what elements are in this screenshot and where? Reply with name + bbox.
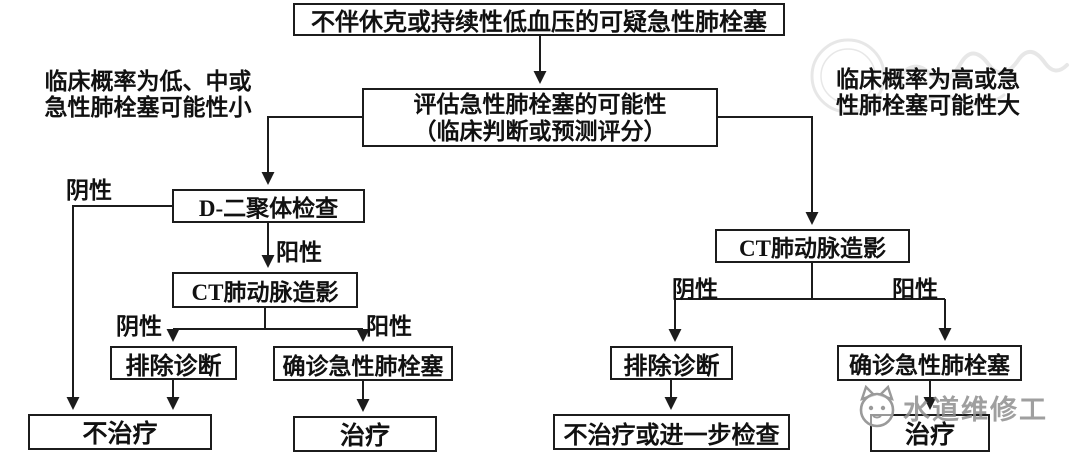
node-no-treatment-left: 不治疗 (28, 414, 212, 450)
node-assess-probability: 评估急性肺栓塞的可能性 （临床判断或预测评分） (362, 88, 718, 147)
node-exclude-right-label: 排除诊断 (623, 353, 720, 380)
annotation-high-line2: 性肺栓塞可能性大 (836, 93, 1020, 118)
annotation-low-probability: 临床概率为低、中或 急性肺栓塞可能性小 (26, 69, 270, 121)
node-no-treatment-or-further-tests: 不治疗或进一步检查 (553, 414, 790, 450)
node-ct-angiography-left: CT肺动脉造影 (172, 272, 358, 308)
node-confirm-pe-left: 确诊急性肺栓塞 (273, 346, 453, 381)
edge-label-ddimer-negative: 阴性 (66, 178, 112, 203)
node-suspected-pe-label: 不伴休克或持续性低血压的可疑急性肺栓塞 (311, 10, 767, 36)
node-exclude-diagnosis-right: 排除诊断 (610, 346, 733, 380)
annotation-low-line1: 临床概率为低、中或 (44, 69, 252, 94)
edge-label-ct-left-negative: 阴性 (116, 314, 162, 339)
edge-assess-ddimer (261, 116, 362, 185)
node-treat-left-label: 治疗 (339, 423, 390, 450)
node-suspected-pe: 不伴休克或持续性低血压的可疑急性肺栓塞 (293, 3, 785, 36)
node-exclude-left-label: 排除诊断 (125, 353, 222, 380)
node-d-dimer-test: D-二聚体检查 (172, 189, 365, 223)
edge-label-ct-right-negative: 阴性 (672, 277, 718, 302)
annotation-high-line1: 临床概率为高或急 (836, 67, 1020, 92)
node-ct-angiography-right: CT肺动脉造影 (715, 229, 910, 263)
node-treatment-left: 治疗 (293, 416, 437, 452)
node-d-dimer-label: D-二聚体检查 (198, 196, 339, 221)
edge-label-ct-left-positive: 阳性 (366, 314, 412, 339)
edge-assess-ct-right (718, 116, 819, 225)
node-assess-line1: 评估急性肺栓塞的可能性 (413, 91, 667, 117)
node-ct-left-label: CT肺动脉造影 (191, 280, 339, 305)
node-no-treat-right-label: 不治疗或进一步检查 (563, 422, 780, 449)
annotation-high-probability: 临床概率为高或急 性肺栓塞可能性大 (818, 67, 1038, 119)
node-confirm-left-label: 确诊急性肺栓塞 (282, 353, 444, 379)
edge-label-ddimer-positive: 阳性 (276, 240, 322, 265)
node-confirm-right-label: 确诊急性肺栓塞 (849, 353, 1010, 378)
node-treat-right-label: 治疗 (904, 422, 955, 449)
node-treatment-right: 治疗 (870, 414, 990, 452)
annotation-low-line2: 急性肺栓塞可能性小 (44, 95, 252, 120)
node-exclude-diagnosis-left: 排除诊断 (110, 346, 237, 380)
node-ct-right-label: CT肺动脉造影 (739, 236, 886, 261)
node-assess-line2: （临床判断或预测评分） (413, 118, 667, 144)
node-no-treat-left-label: 不治疗 (82, 421, 158, 448)
edge-label-ct-right-positive: 阳性 (892, 277, 938, 302)
node-confirm-pe-right: 确诊急性肺栓塞 (837, 345, 1022, 381)
